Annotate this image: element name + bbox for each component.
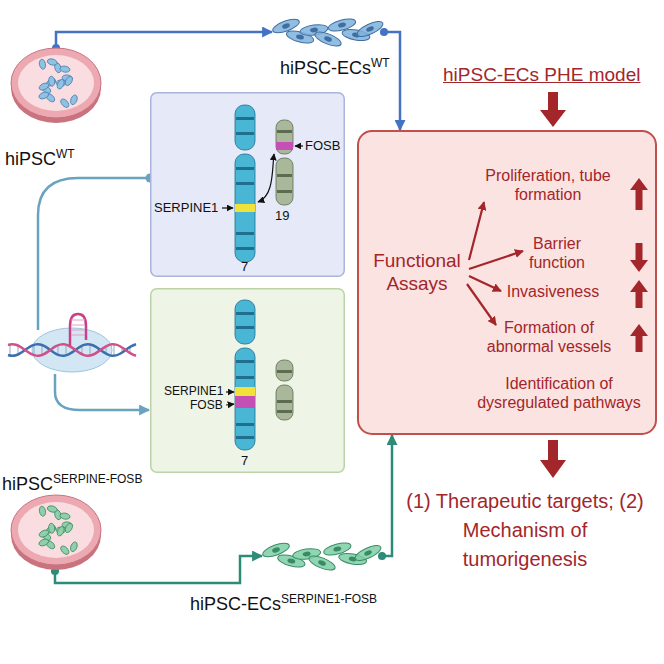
editing-line xyxy=(38,178,146,330)
crispr-cas9-illustration xyxy=(8,314,136,372)
endothelial-cells-art xyxy=(262,538,382,574)
wildtype-karyotype-box-art xyxy=(150,92,345,277)
endothelial-cells-art xyxy=(271,17,385,49)
cell-line-label: hiPSCSERPINE-FOSB xyxy=(2,472,142,496)
assay-result: Barrier function xyxy=(507,234,607,272)
assay-result: Invasiveness xyxy=(483,282,623,301)
block-arrow xyxy=(540,92,566,127)
gene-label: FOSB xyxy=(305,139,340,152)
decrease-arrow xyxy=(630,243,648,272)
cell-line-name: hiPSC-ECs xyxy=(190,594,281,614)
chromosome-pair xyxy=(226,300,293,450)
cell-line-name: hiPSC xyxy=(2,474,53,494)
panel-title: hiPSC-ECs PHE model xyxy=(443,61,640,89)
superscript: WT xyxy=(371,56,390,70)
superscript: SERPINE-FOSB xyxy=(53,472,142,486)
superscript: WT xyxy=(56,147,75,161)
assay-result: Identification of dysregulated pathways xyxy=(469,374,649,412)
assay-panel: Functional Assays Proliferation, tube for… xyxy=(357,130,657,435)
endothelial-cells: hiPSC-ECsWT xyxy=(272,14,384,50)
endothelial-cells: hiPSC-ECsSERPINE1-FOSB xyxy=(262,538,382,574)
gene-label: FOSB xyxy=(190,399,223,411)
cell-line-name: hiPSC xyxy=(5,149,56,169)
chromosome-number: 19 xyxy=(275,209,289,222)
increase-arrow xyxy=(630,178,648,210)
translocation-arrow xyxy=(258,154,274,202)
gene-label: SERPINE1 xyxy=(154,201,218,214)
block-arrow xyxy=(540,440,566,478)
increase-arrow xyxy=(630,280,648,308)
endothelial-cells-art xyxy=(272,14,384,50)
process-connector xyxy=(56,32,272,48)
assay-panel-outline xyxy=(358,131,656,434)
fusion-karyotype-box-art xyxy=(150,288,345,473)
chromosome-number: 7 xyxy=(241,260,248,273)
karyotype-box-outline xyxy=(151,93,345,277)
cell-line-label: hiPSC-ECsSERPINE1-FOSB xyxy=(190,592,377,616)
wildtype-karyotype-box: SERPINE1 FOSB 7 19 xyxy=(150,92,345,277)
culture-dish-art xyxy=(11,495,101,570)
culture-dish-art xyxy=(10,45,102,125)
culture-dish-art xyxy=(10,492,102,572)
increase-arrow xyxy=(630,324,648,352)
process-connector xyxy=(384,32,400,130)
culture-dish: hiPSCWT xyxy=(10,45,102,125)
cell-line-label: hiPSC-ECsWT xyxy=(280,56,390,80)
panel-heading: Functional Assays xyxy=(365,250,469,296)
process-connector xyxy=(382,435,392,556)
culture-dish-art xyxy=(11,48,101,123)
fusion-karyotype-box: SERPINE1FOSB 7 xyxy=(150,288,345,473)
culture-dish: hiPSCSERPINE-FOSB xyxy=(10,492,102,572)
superscript: SERPINE1-FOSB xyxy=(281,592,377,606)
assay-result: Proliferation, tube formation xyxy=(482,166,614,204)
karyotype-box-outline xyxy=(151,289,345,473)
editing-arrow xyxy=(55,374,149,410)
gene-label: SERPINE1 xyxy=(164,385,223,397)
outcome-text: (1) Therapeutic targets; (2) Mechanism o… xyxy=(405,487,645,574)
assay-result: Formation of abnormal vessels xyxy=(479,318,619,356)
chromosome-pair xyxy=(222,105,303,262)
cell-line-name: hiPSC-ECs xyxy=(280,58,371,78)
endothelial-cells-art xyxy=(261,541,383,573)
cell-line-label: hiPSCWT xyxy=(5,147,75,171)
chromosome-number: 7 xyxy=(241,454,248,467)
